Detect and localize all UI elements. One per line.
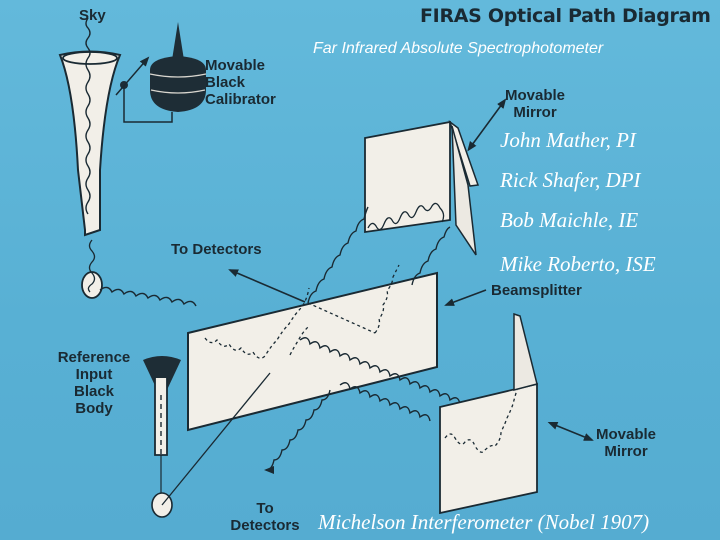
top-movable-mirror [364,120,480,256]
beamsplitter-plate [187,264,438,432]
annotation-arrows [228,98,594,441]
credit-ie: Bob Maichle, IE [500,208,639,232]
reference-black-body [143,356,271,518]
to-detectors-top-label: To Detectors [171,241,262,258]
calibrator-label: Movable Black Calibrator [205,57,276,108]
to-detectors-bottom-label: To Detectors [230,500,300,534]
bottom-mirror-label: Movable Mirror [596,426,657,460]
footer-caption: Michelson Interferometer (Nobel 1907) [318,510,650,534]
beamsplitter-label: Beamsplitter [491,282,582,299]
credit-dpi: Rick Shafer, DPI [500,168,641,192]
credit-ise: Mike Roberto, ISE [500,252,656,276]
diagram-subtitle: Far Infrared Absolute Spectrophotometer [313,40,604,57]
top-mirror-label: Movable Mirror [505,87,566,121]
reference-label: Reference Input Black Body [57,349,131,417]
sky-horn [58,17,122,237]
sky-label: Sky [79,7,106,24]
light-beams [99,206,481,474]
bottom-movable-mirror [439,312,538,515]
credit-pi: John Mather, PI [500,128,636,152]
diagram-title: FIRAS Optical Path Diagram [420,5,711,27]
black-calibrator [115,22,207,123]
horn-output-mirror [81,239,103,299]
